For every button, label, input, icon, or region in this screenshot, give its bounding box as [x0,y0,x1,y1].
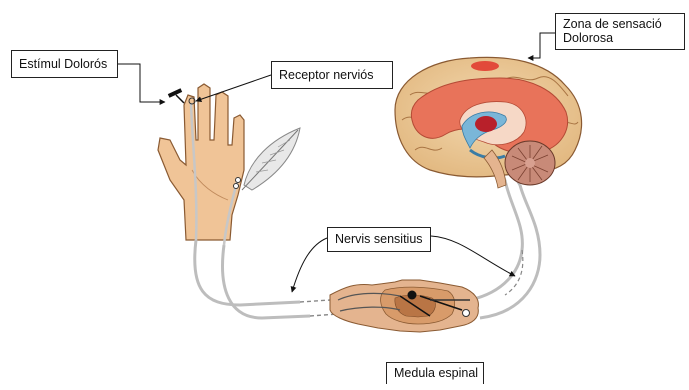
label-stimulus: Estímul Dolorós [11,50,118,78]
label-sensory-nerves: Nervis sensitius [327,227,431,252]
hand [158,84,244,245]
thumbtack-icon [168,88,184,103]
label-spinal-cord: Medula espinal [386,362,484,384]
label-sensation-zone: Zona de sensació Dolorosa [555,13,685,50]
spinal-cord [330,280,478,332]
brain [395,57,582,188]
cerebellum [505,141,555,185]
label-receptor: Receptor nerviós [271,61,393,89]
feather-icon [242,128,300,190]
